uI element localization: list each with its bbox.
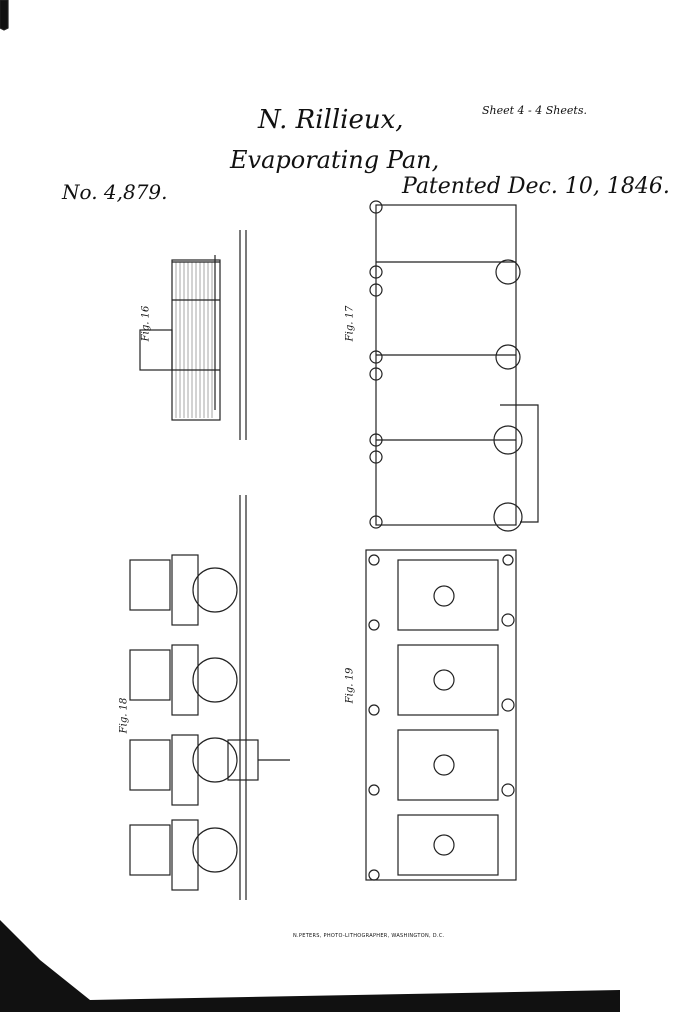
invention-title: Evaporating Pan, — [230, 146, 440, 174]
fig-16-drawing — [139, 230, 247, 440]
fig-19-drawing — [365, 549, 517, 881]
printer-credit: N.PETERS, PHOTO-LITHOGRAPHER, WASHINGTON… — [293, 933, 445, 939]
inventor-name: N. Rillieux, — [258, 105, 404, 135]
figure-label: Fig. 18 — [118, 697, 130, 734]
figure-label: Fig. 17 — [344, 305, 356, 342]
fig-17-drawing — [369, 200, 539, 532]
patent-number: No. 4,879. — [62, 180, 168, 204]
figure-label: Fig. 19 — [344, 667, 356, 704]
fig-18-drawing — [129, 495, 290, 900]
left-edge-mark — [0, 0, 9, 31]
sheet-label: Sheet 4 - 4 Sheets. — [482, 104, 587, 117]
bottom-scan-edge — [0, 920, 620, 1012]
patent-date: Patented Dec. 10, 1846. — [402, 174, 670, 199]
evaporator-bodies — [129, 554, 238, 891]
figure-label: Fig. 16 — [140, 305, 152, 342]
